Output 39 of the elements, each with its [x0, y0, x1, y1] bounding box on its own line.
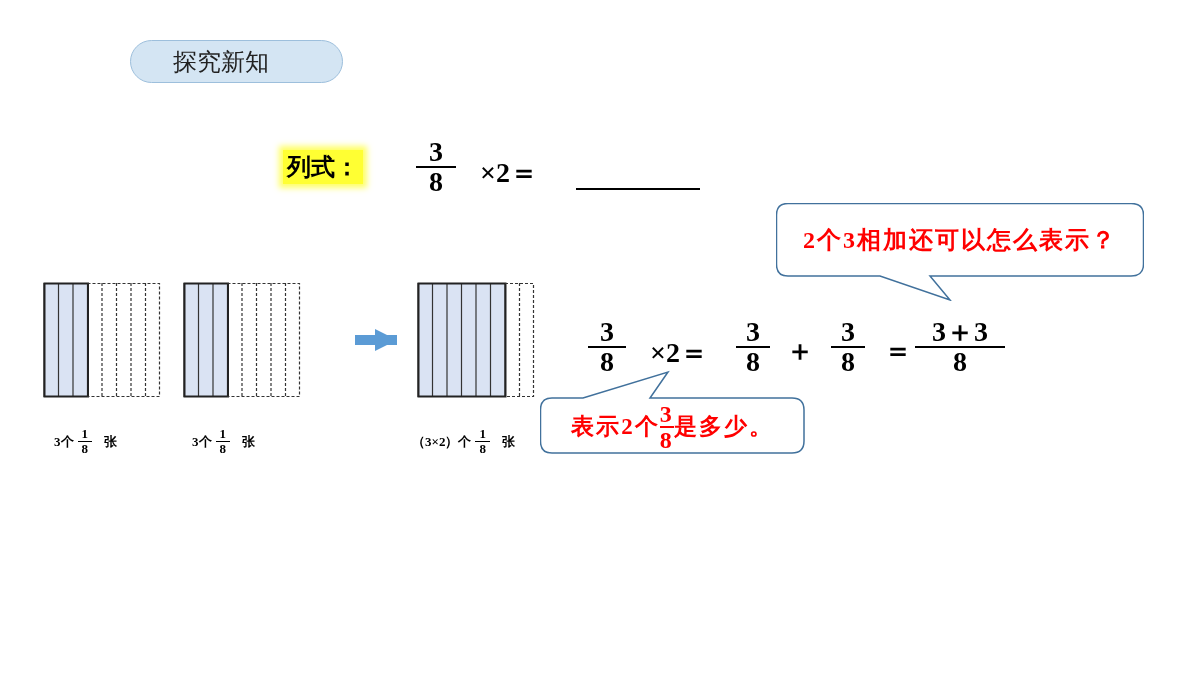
speech-bubble — [776, 203, 1144, 301]
caption-text: 张 — [501, 432, 515, 451]
fraction-strip — [44, 283, 160, 397]
denominator: 8 — [218, 442, 227, 456]
caption-text: （3×2）个 — [412, 432, 472, 451]
speech-bubble — [540, 370, 805, 454]
numerator: 3 — [600, 318, 614, 346]
math-symbol: ＝ — [884, 334, 912, 368]
numerator: 3＋3 — [932, 318, 988, 346]
block-arrow — [355, 329, 397, 351]
fraction-strip — [184, 283, 300, 397]
denominator: 8 — [478, 442, 487, 456]
caption-text: 3个 — [192, 432, 212, 451]
denominator: 8 — [429, 168, 443, 196]
numerator: 3 — [841, 318, 855, 346]
numerator: 3 — [746, 318, 760, 346]
caption-text: 张 — [242, 432, 255, 451]
denominator: 8 — [746, 348, 760, 376]
denominator: 8 — [659, 428, 674, 452]
denominator: 8 — [841, 348, 855, 376]
title-pill: 探究新知 — [130, 40, 343, 83]
denominator: 8 — [80, 442, 89, 456]
fraction-strip — [418, 283, 534, 397]
denominator: 8 — [600, 348, 614, 376]
denominator: 8 — [953, 348, 967, 376]
math-symbol: ＋ — [786, 334, 814, 368]
numerator: 3 — [429, 138, 443, 166]
math-symbol: ×2＝ — [480, 156, 538, 190]
bubble-text: 是多少。 — [673, 412, 774, 439]
bubble-text: 2个3相加还可以怎么表示？ — [803, 225, 1117, 255]
caption-text: 3个 — [54, 432, 74, 451]
highlighted-label: 列式： — [283, 150, 363, 184]
bubble-text: 表示2个 — [571, 413, 660, 439]
math-symbol: ×2＝ — [650, 336, 708, 370]
numerator: 1 — [80, 427, 89, 441]
numerator: 1 — [218, 427, 227, 441]
numerator: 1 — [478, 427, 487, 441]
caption-text: 张 — [104, 432, 117, 451]
numerator: 3 — [659, 402, 674, 426]
